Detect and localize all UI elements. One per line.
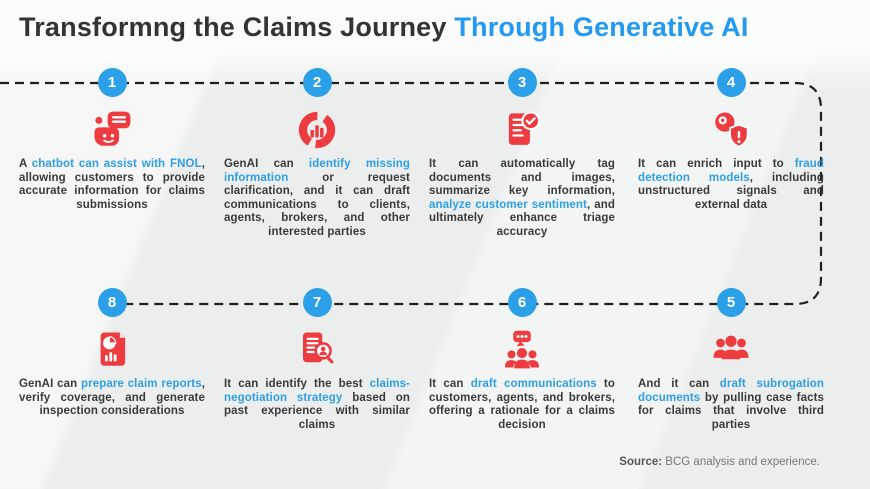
step-number-badge: 7 [302, 288, 332, 317]
step-number: 5 [726, 294, 736, 311]
step-description: GenAI can identify missing information o… [224, 158, 410, 239]
step-number: 8 [107, 294, 117, 311]
text-phrase: , allowing customers to provide accurate… [19, 158, 205, 211]
source-label: Source: [619, 456, 663, 468]
text-phrase: , verify coverage, and generate inspecti… [19, 378, 205, 418]
source-note: Source: BCG analysis and experience. [619, 456, 820, 468]
claims-step: 7 It can identify the best claims-negoti… [224, 288, 410, 432]
step-number-badge: 2 [302, 68, 332, 97]
step-number: 4 [726, 74, 736, 91]
claims-step: 3 It can automatically tag documents and… [429, 68, 615, 239]
text-phrase: And it can [638, 378, 720, 390]
highlighted-phrase: draft communications [470, 378, 597, 390]
highlighted-phrase: draft subrogation documents [638, 378, 824, 404]
step-description: It can automatically tag documents and i… [429, 158, 615, 239]
step-number-badge: 8 [97, 288, 127, 317]
step-number-badge: 6 [507, 288, 537, 317]
donut-chart-icon [295, 108, 339, 152]
highlighted-phrase: claims-negotiation strategy [224, 378, 410, 404]
page-title-prefix: Transformng the Claims Journey [19, 12, 455, 42]
steps-row-top: 1 A chatbot can assist with FNOL, allowi… [0, 68, 870, 268]
highlighted-phrase: analyze customer sentiment [429, 198, 587, 211]
highlighted-phrase: prepare claim reports [81, 378, 202, 390]
step-description: It can identify the best claims-negotiat… [224, 378, 410, 432]
claims-step: 2 GenAI can identify missing information… [224, 68, 410, 239]
text-phrase: GenAI can [224, 158, 309, 170]
highlighted-phrase: identify missing information [224, 158, 410, 184]
text-phrase: based on past experience with similar cl… [224, 391, 411, 431]
fraud-detection-icon [709, 108, 753, 152]
people-group-icon [709, 328, 753, 372]
chatbot-icon [90, 108, 134, 152]
text-phrase: It can enrich input to [638, 158, 795, 170]
document-check-icon [500, 108, 544, 152]
claims-step: 5 And it can draft subrogation documents… [638, 288, 824, 432]
page-title: Transformng the Claims Journey Through G… [19, 12, 749, 43]
step-number: 6 [517, 294, 527, 311]
step-number: 7 [312, 294, 322, 311]
step-number-badge: 4 [716, 68, 746, 97]
claim-report-icon [90, 328, 134, 372]
text-phrase: or request clarification, and it can dra… [224, 171, 410, 238]
dashed-path [0, 81, 823, 306]
claims-step: 1 A chatbot can assist with FNOL, allowi… [19, 68, 205, 212]
step-description: GenAI can prepare claim reports, verify … [19, 378, 205, 419]
page-title-highlight: Through Generative AI [454, 12, 749, 42]
text-phrase: , and ultimately enhance triage accuracy [429, 198, 615, 238]
text-phrase: to customers, agents, and brokers, offer… [429, 378, 615, 431]
step-description: A chatbot can assist with FNOL, allowing… [19, 158, 205, 212]
step-description: It can draft communications to customers… [429, 378, 615, 432]
step-number-badge: 3 [507, 68, 537, 97]
claims-step: 6 It can draft communications to custome… [429, 288, 615, 432]
step-number-badge: 5 [716, 288, 746, 317]
step-number: 3 [517, 74, 527, 91]
step-number-badge: 1 [97, 68, 127, 97]
source-text: BCG analysis and experience. [662, 456, 820, 468]
text-phrase: It can automatically tag documents and i… [429, 158, 615, 198]
step-description: And it can draft subrogation documents b… [638, 378, 824, 432]
step-description: It can enrich input to fraud detection m… [638, 158, 824, 212]
people-chat-icon [500, 328, 544, 372]
text-phrase: , including unstructured signals and ext… [638, 171, 824, 211]
highlighted-phrase: fraud detection models [638, 158, 824, 184]
document-search-icon [295, 328, 339, 372]
claims-step: 4 It can enrich input to fraud detection… [638, 68, 824, 212]
text-phrase: A [19, 158, 32, 170]
step-number: 1 [107, 74, 117, 91]
step-number: 2 [312, 74, 322, 91]
text-phrase: It can [429, 378, 471, 390]
text-phrase: by pulling case facts for claims that in… [638, 391, 824, 431]
claims-step: 8 GenAI can prepare claim reports, verif… [19, 288, 205, 419]
steps-row-bottom: 8 GenAI can prepare claim reports, verif… [0, 288, 870, 488]
text-phrase: GenAI can [19, 378, 82, 390]
highlighted-phrase: chatbot can assist with FNOL [31, 158, 202, 170]
text-phrase: It can identify the best [224, 378, 370, 390]
